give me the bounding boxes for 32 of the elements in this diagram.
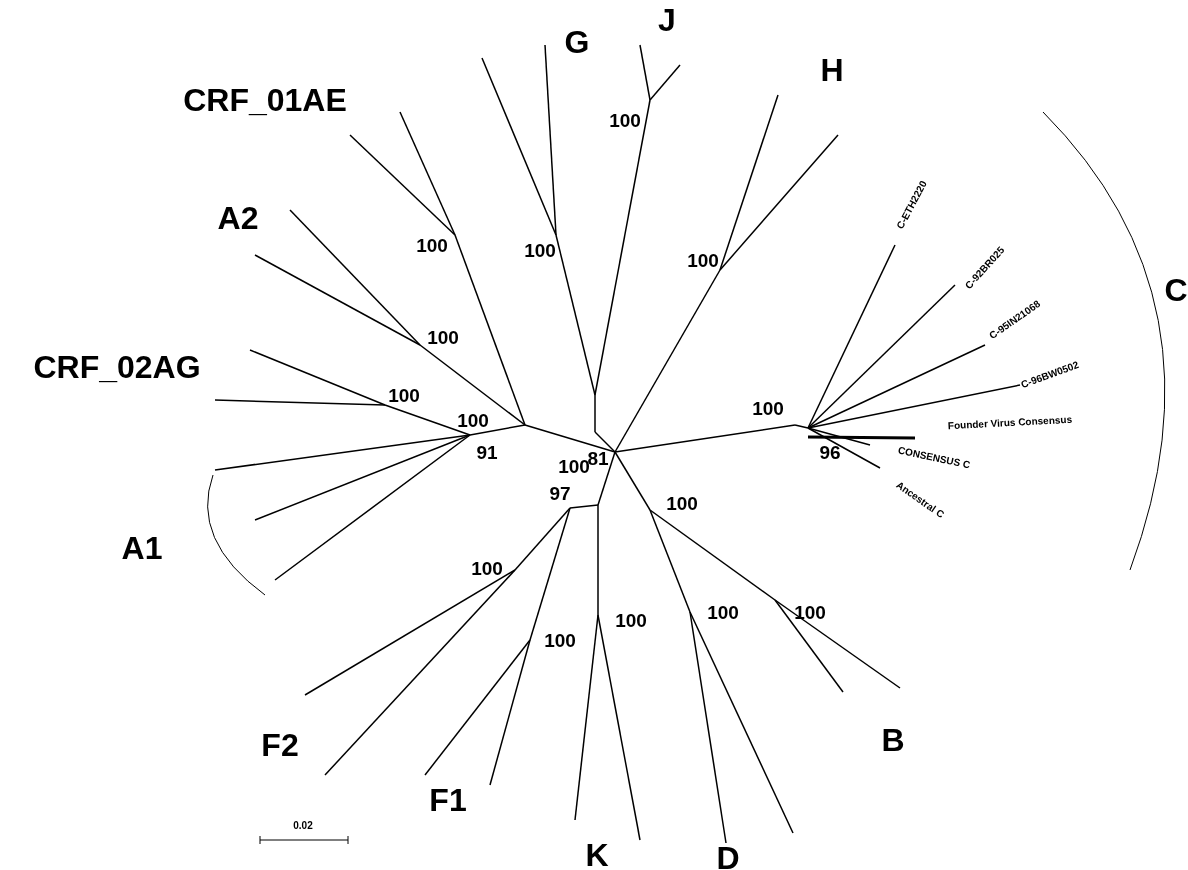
- bootstrap-value: 100: [427, 327, 459, 347]
- bootstrap-value: 96: [819, 442, 841, 462]
- bootstrap-value: 100: [794, 602, 826, 622]
- clade-label: H: [820, 54, 844, 86]
- bootstrap-value: 97: [549, 483, 571, 503]
- clade-label: J: [658, 4, 676, 36]
- bootstrap-value: 100: [544, 630, 576, 650]
- scale-value: 0.02: [293, 821, 313, 831]
- bootstrap-value: 100: [707, 602, 739, 622]
- bootstrap-value: 100: [666, 493, 698, 513]
- clade-label: F2: [261, 729, 299, 761]
- clade-label: A1: [121, 532, 163, 564]
- bootstrap-value: 100: [388, 385, 420, 405]
- taxon-label: Founder Virus Consensus: [947, 414, 1073, 432]
- clade-label: G: [564, 26, 590, 58]
- bootstrap-value: 100: [457, 410, 489, 430]
- bootstrap-value: 91: [476, 442, 498, 462]
- clade-label: B: [881, 724, 905, 756]
- clade-label: CRF_02AG: [33, 351, 201, 383]
- bootstrap-value: 100: [687, 250, 719, 270]
- bootstrap-value: 100: [471, 558, 503, 578]
- clade-label: C: [1164, 274, 1188, 306]
- clade-label: A2: [217, 202, 259, 234]
- bootstrap-value: 100: [615, 610, 647, 630]
- bootstrap-value: 100: [524, 240, 556, 260]
- bootstrap-value: 100: [609, 110, 641, 130]
- bootstrap-value: 100: [416, 235, 448, 255]
- clade-label: K: [585, 839, 609, 870]
- bootstrap-value: 100: [752, 398, 784, 418]
- clade-label: F1: [429, 784, 467, 816]
- clade-label: D: [716, 842, 740, 870]
- clade-label: CRF_01AE: [183, 84, 347, 116]
